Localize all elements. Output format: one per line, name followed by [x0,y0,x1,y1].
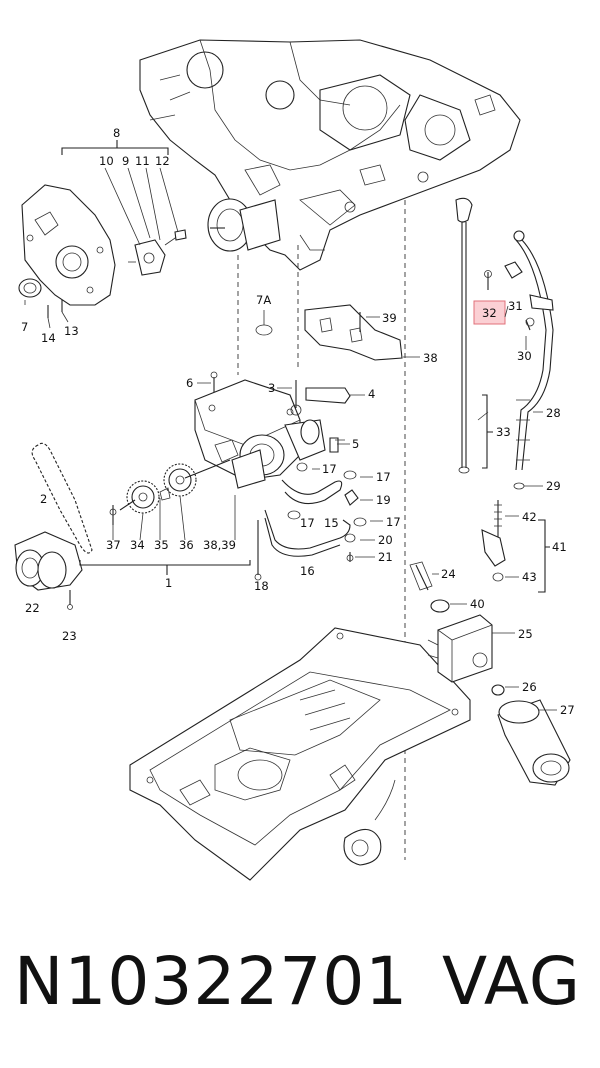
label-41: 41 [552,540,567,554]
sprocket-34 [119,480,160,514]
label-36: 36 [179,538,194,552]
label-22: 22 [25,601,40,615]
label-38: 38 [423,351,438,365]
group-bracket-1 [79,560,251,575]
oil-pump-assembly [194,379,326,489]
oil-pan [129,627,471,881]
label-16: 16 [300,564,315,578]
label-20: 20 [378,533,393,547]
brand-text: VAG [442,943,582,1020]
label-3: 3 [268,381,275,395]
label-8: 8 [113,126,120,140]
label-29: 29 [546,479,561,493]
group-bracket-8 [61,140,169,155]
label-24: 24 [441,567,456,581]
label-43: 43 [522,570,537,584]
label-34: 34 [130,538,145,552]
label-38-39: 38,39 [203,538,236,552]
oil-pipe-15 [281,479,343,505]
label-42: 42 [522,510,537,524]
label-33: 33 [496,425,511,439]
part-number-text: N10322701 [14,943,409,1020]
drive-chain [31,442,93,554]
label-9: 9 [122,154,129,168]
label-17c: 17 [300,516,315,530]
label-18: 18 [254,579,269,593]
label-12: 12 [155,154,170,168]
label-1: 1 [165,576,172,590]
label-37: 37 [106,538,121,552]
bracket-38 [304,304,403,361]
label-23: 23 [62,629,77,643]
label-25: 25 [518,627,533,641]
oil-filter [497,699,571,786]
front-cover [18,184,187,318]
label-21: 21 [378,550,393,564]
label-31: 31 [508,299,523,313]
label-7: 7 [21,320,28,334]
label-39: 39 [382,311,397,325]
label-26: 26 [522,680,537,694]
label-19: 19 [376,493,391,507]
label-14: 14 [41,331,56,345]
label-15: 15 [324,516,339,530]
label-13: 13 [64,324,79,338]
oil-filter-housing [427,614,493,683]
engine-block [139,39,521,860]
label-6: 6 [186,376,193,390]
label-32: 32 [482,306,497,320]
dipstick [455,197,473,474]
chain-cover [14,531,83,610]
bolt-32 [484,270,492,290]
label-2: 2 [40,492,47,506]
label-35: 35 [154,538,169,552]
label-28: 28 [546,406,561,420]
oil-pipe-16 [264,509,351,557]
label-5: 5 [352,437,359,451]
leader-lines [197,305,557,711]
label-10: 10 [99,154,114,168]
label-17d: 17 [386,515,401,529]
label-40: 40 [470,597,485,611]
label-7a: 7A [256,293,271,307]
label-17a: 17 [322,462,337,476]
highlight-32 [473,300,506,325]
label-30: 30 [517,349,532,363]
label-11: 11 [135,154,150,168]
label-17b: 17 [376,470,391,484]
label-27: 27 [560,703,575,717]
exploded-view-drawing: 8 10 9 11 12 7 13 14 7A 6 3 4 39 38 5 17… [14,39,575,881]
part-labels: 8 10 9 11 12 7 13 14 7A 6 3 4 39 38 5 17… [21,126,575,717]
dipstick-guide-tube [513,230,554,490]
label-4: 4 [368,387,375,401]
